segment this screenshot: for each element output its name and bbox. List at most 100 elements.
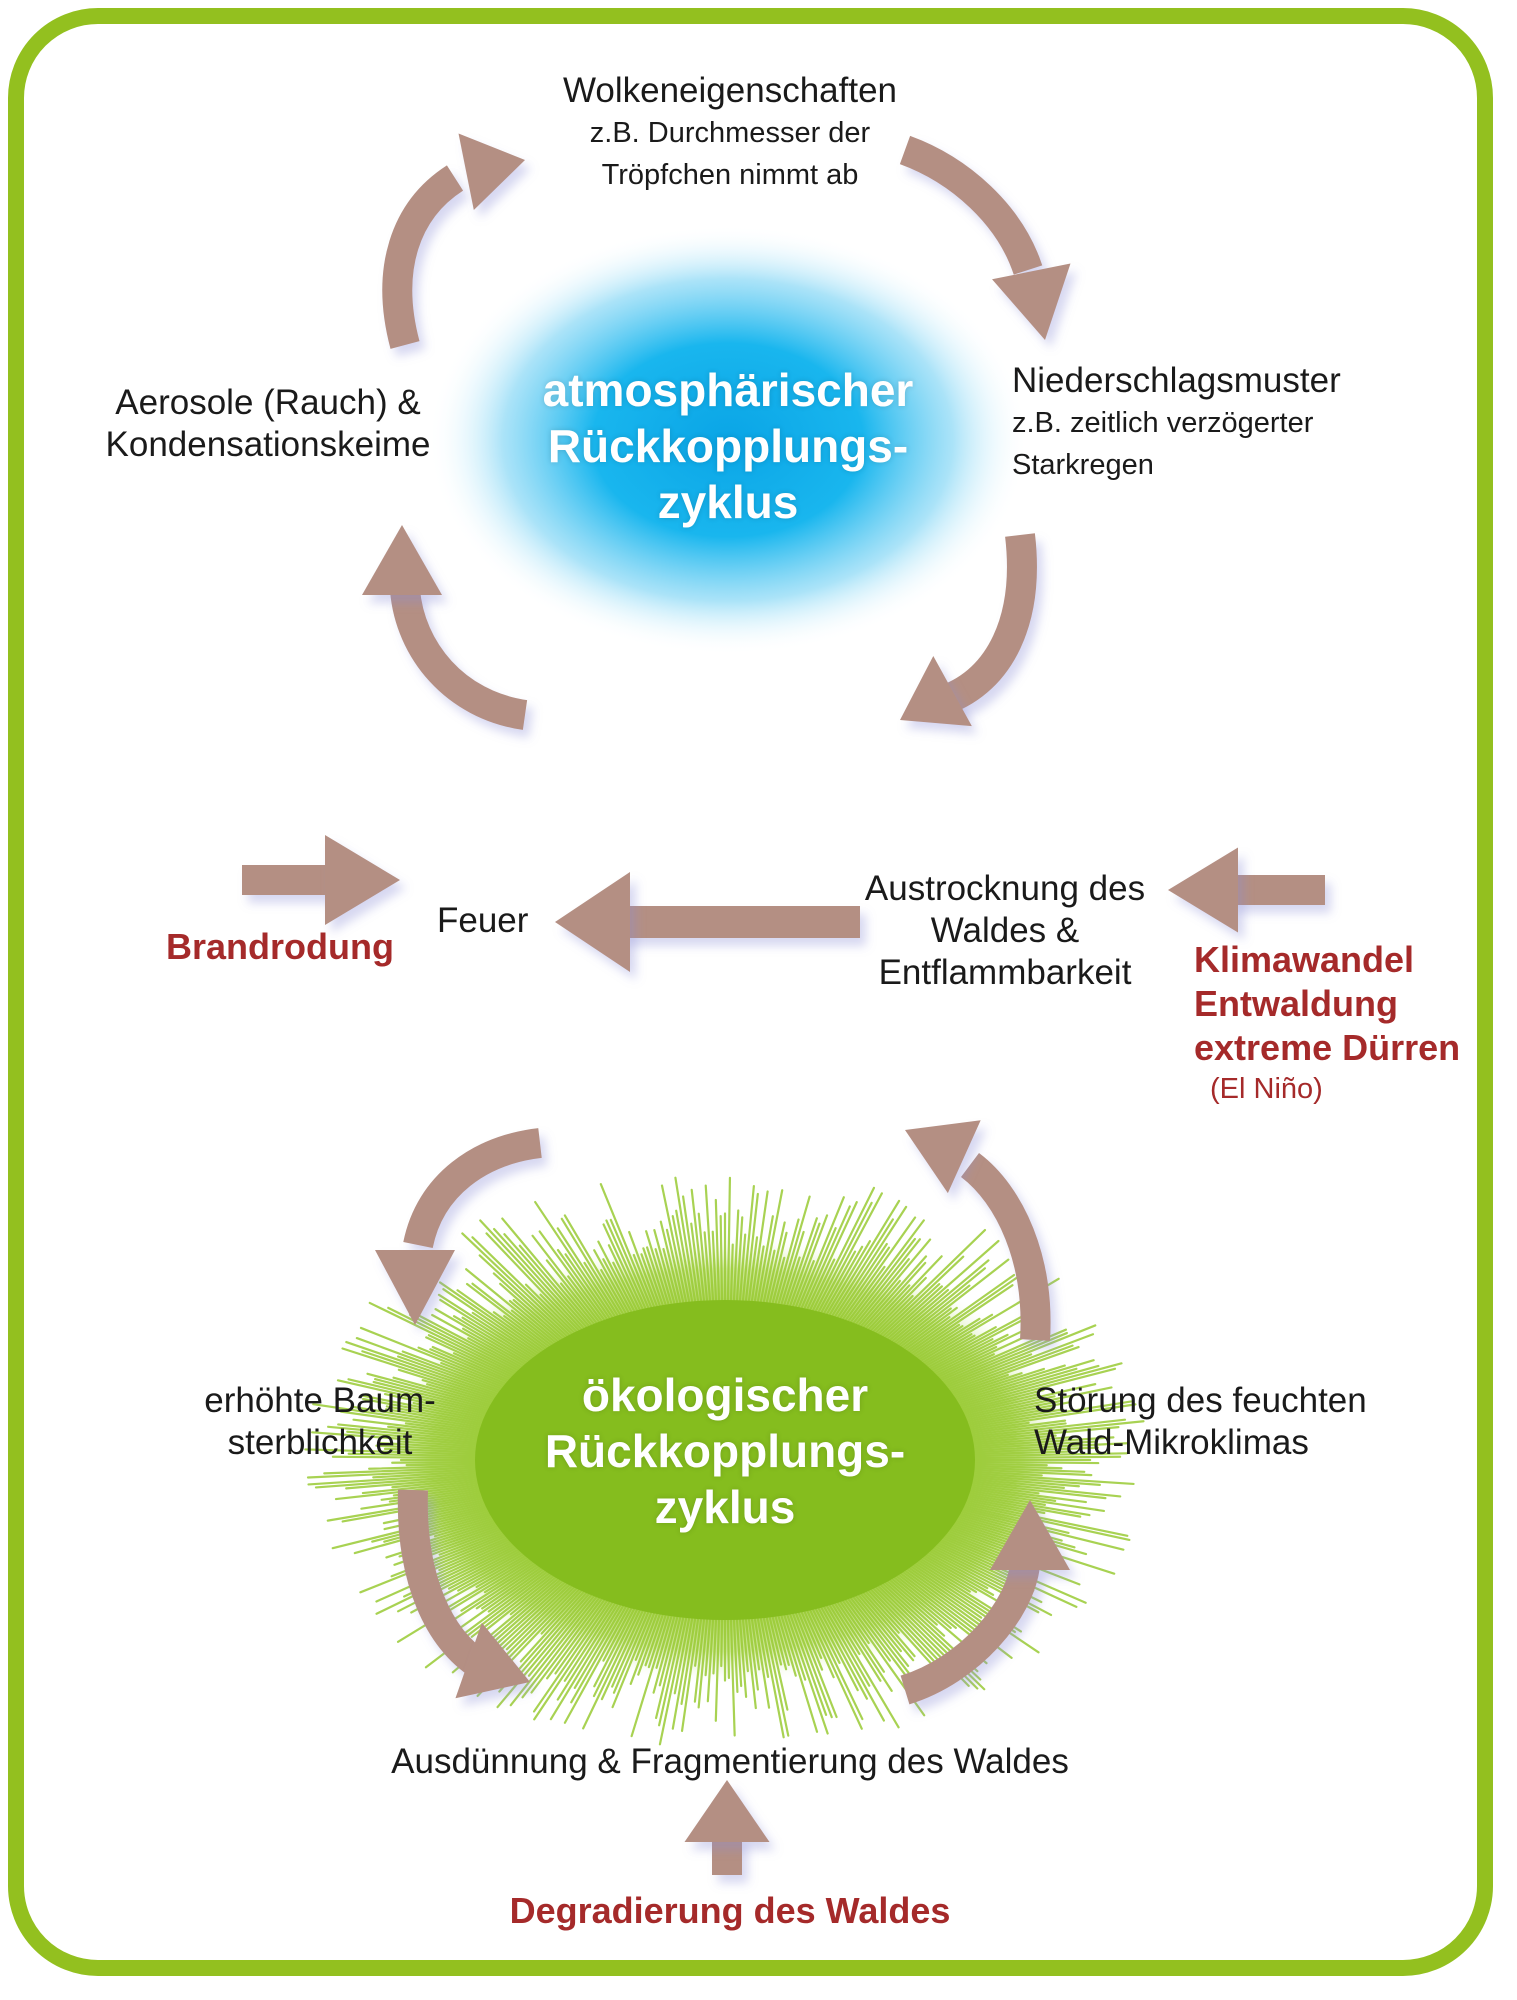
- grass-spike: [735, 1608, 743, 1688]
- grass-spike: [409, 1313, 532, 1378]
- grass-spike: [336, 1379, 501, 1419]
- grass-spike: [892, 1563, 984, 1632]
- grass-spike: [359, 1528, 519, 1594]
- grass-spike: [645, 1230, 673, 1316]
- grass-spike: [675, 1209, 695, 1313]
- grass-spike: [341, 1347, 510, 1403]
- grass-spike: [714, 1608, 721, 1722]
- grass-spike: [838, 1589, 891, 1662]
- grass-spike: [907, 1313, 994, 1368]
- cloud-properties-detail-1: z.B. Durchmesser der: [589, 117, 871, 149]
- grass-spike: [654, 1248, 676, 1315]
- grass-spike: [927, 1331, 1051, 1387]
- grass-spike: [593, 1598, 641, 1688]
- grass-spike: [323, 1466, 492, 1475]
- grass-spike: [888, 1566, 978, 1637]
- grass-spike: [519, 1582, 593, 1663]
- grass-spike: [644, 1604, 668, 1667]
- precipitation-detail-2: Starkregen: [1012, 449, 1154, 481]
- grass-spike: [743, 1608, 757, 1710]
- grass-spike: [735, 1216, 744, 1312]
- grass-spike: [347, 1378, 502, 1417]
- grass-spike: [481, 1559, 553, 1610]
- grass-spike: [930, 1331, 1068, 1390]
- grass-spike: [746, 1236, 759, 1312]
- grass-spike: [850, 1585, 915, 1662]
- grass-spike: [564, 1253, 617, 1329]
- grass-spike: [549, 1594, 628, 1721]
- grass-spike: [398, 1440, 492, 1449]
- grass-spike: [475, 1558, 551, 1610]
- grass-spike: [681, 1195, 701, 1312]
- slash-and-burn-label: Brandrodung: [166, 926, 394, 967]
- grass-spike: [857, 1261, 927, 1338]
- grass-spike: [956, 1422, 1067, 1438]
- grass-spike: [637, 1603, 665, 1676]
- grass-spike: [487, 1573, 575, 1653]
- precipitation-label: Niederschlagsmuster z.B. zeitlich verzög…: [1012, 360, 1341, 486]
- grass-spike: [368, 1301, 528, 1381]
- grass-spike: [793, 1196, 845, 1318]
- grass-spike: [955, 1485, 1057, 1502]
- thinning-label: Ausdünnung & Fragmentierung des Waldes: [391, 1742, 1069, 1781]
- tree-mortality-label: erhöhte Baum- sterblichkeit: [180, 1380, 460, 1464]
- cloud-properties-title: Wolkeneigenschaften: [562, 71, 898, 110]
- grass-spike: [461, 1316, 543, 1368]
- grass-spike: [704, 1184, 715, 1312]
- grass-spike: [905, 1317, 981, 1366]
- grass-spike: [953, 1400, 1133, 1431]
- grass-spike: [630, 1604, 673, 1738]
- grass-spike: [939, 1372, 1023, 1402]
- grass-spike: [957, 1434, 1057, 1445]
- grass-spike: [943, 1367, 1078, 1408]
- grass-spike: [897, 1559, 983, 1619]
- grass-spike: [471, 1311, 549, 1363]
- grass-spike: [864, 1276, 927, 1341]
- grass-spike: [879, 1288, 950, 1349]
- grass-spike: [852, 1584, 916, 1658]
- grass-spike: [763, 1221, 786, 1314]
- grass-spike: [817, 1245, 864, 1324]
- grass-spike: [609, 1218, 654, 1319]
- grass-spike: [726, 1608, 731, 1680]
- grass-spike: [501, 1579, 586, 1666]
- grass-spike: [958, 1440, 1099, 1451]
- grass-spike: [366, 1372, 505, 1412]
- grass-spike: [391, 1476, 493, 1489]
- grass-spike: [602, 1223, 649, 1320]
- grass-spike: [592, 1599, 643, 1698]
- grass-spike: [815, 1597, 885, 1722]
- grass-spike: [895, 1273, 1016, 1359]
- grass-spike: [452, 1315, 542, 1369]
- grass-spike: [809, 1598, 859, 1692]
- arrow-drying-to-fire-head: [555, 872, 630, 972]
- grass-spike: [582, 1599, 646, 1730]
- grass-spike: [690, 1222, 704, 1312]
- grass-spike: [355, 1336, 515, 1397]
- grass-spike: [868, 1228, 987, 1344]
- grass-spike: [915, 1311, 1032, 1375]
- grass-spike: [706, 1608, 715, 1703]
- grass-spike: [518, 1244, 598, 1336]
- grass-spike: [877, 1239, 1000, 1348]
- aerosols-line-1: Aerosole (Rauch) &: [115, 383, 421, 422]
- grass-spike: [546, 1589, 612, 1680]
- cloud-properties-label: Wolkeneigenschaften z.B. Durchmesser der…: [520, 70, 940, 196]
- grass-spike: [791, 1602, 838, 1719]
- grass-spike: [703, 1231, 712, 1312]
- grass-spike: [337, 1423, 494, 1442]
- grass-spike: [485, 1232, 588, 1340]
- arrow-aerosols-to-clouds-shaft: [382, 165, 464, 349]
- grass-spike: [875, 1573, 946, 1637]
- grass-spike: [440, 1548, 538, 1605]
- grass-spike: [843, 1588, 923, 1691]
- grass-spike: [492, 1227, 593, 1338]
- grass-spike: [658, 1607, 690, 1746]
- grass-spike: [769, 1606, 788, 1671]
- grass-spike: [925, 1536, 1078, 1608]
- grass-spike: [910, 1549, 1013, 1611]
- grass-spike: [597, 1240, 641, 1322]
- grass-spike: [419, 1531, 521, 1576]
- grass-spike: [456, 1289, 555, 1359]
- arrow-precipitation-to-drying-shaft: [939, 533, 1037, 715]
